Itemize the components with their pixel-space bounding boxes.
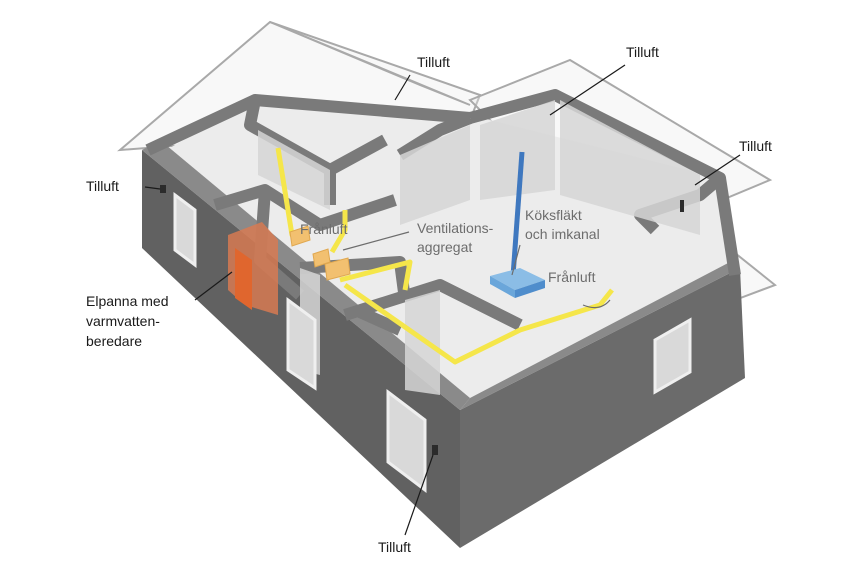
window-right: [653, 317, 692, 395]
wall-top-right: [460, 262, 740, 410]
label-franluft-right: Frånluft: [548, 269, 596, 285]
supply-vents: [160, 185, 684, 455]
leader-lines: [144, 64, 741, 536]
windows-left: [173, 192, 427, 494]
label-tilluft-bottom: Tilluft: [378, 539, 411, 555]
label-tilluft-right: Tilluft: [739, 138, 772, 154]
label-elpanna-line1: Elpanna med: [86, 293, 169, 309]
interior-walls: [145, 89, 741, 336]
label-koksflakt-line2: och imkanal: [525, 226, 600, 242]
electric-boiler: [228, 222, 278, 315]
label-koksflakt-line1: Köksfläkt: [525, 207, 582, 223]
label-tilluft-left: Tilluft: [86, 178, 119, 194]
label-elpanna-line2: varmvatten-: [86, 313, 160, 329]
label-elpanna-line3: beredare: [86, 333, 142, 349]
kitchen-hood: [490, 151, 545, 298]
label-ventilation-line2: aggregat: [417, 239, 472, 255]
label-ventilation-line1: Ventilations-: [417, 220, 494, 236]
label-tilluft-top: Tilluft: [417, 54, 450, 70]
label-tilluft-topright: Tilluft: [626, 44, 659, 60]
ventilation-unit: [289, 225, 351, 281]
label-franluft-left: Frånluft: [300, 221, 348, 237]
